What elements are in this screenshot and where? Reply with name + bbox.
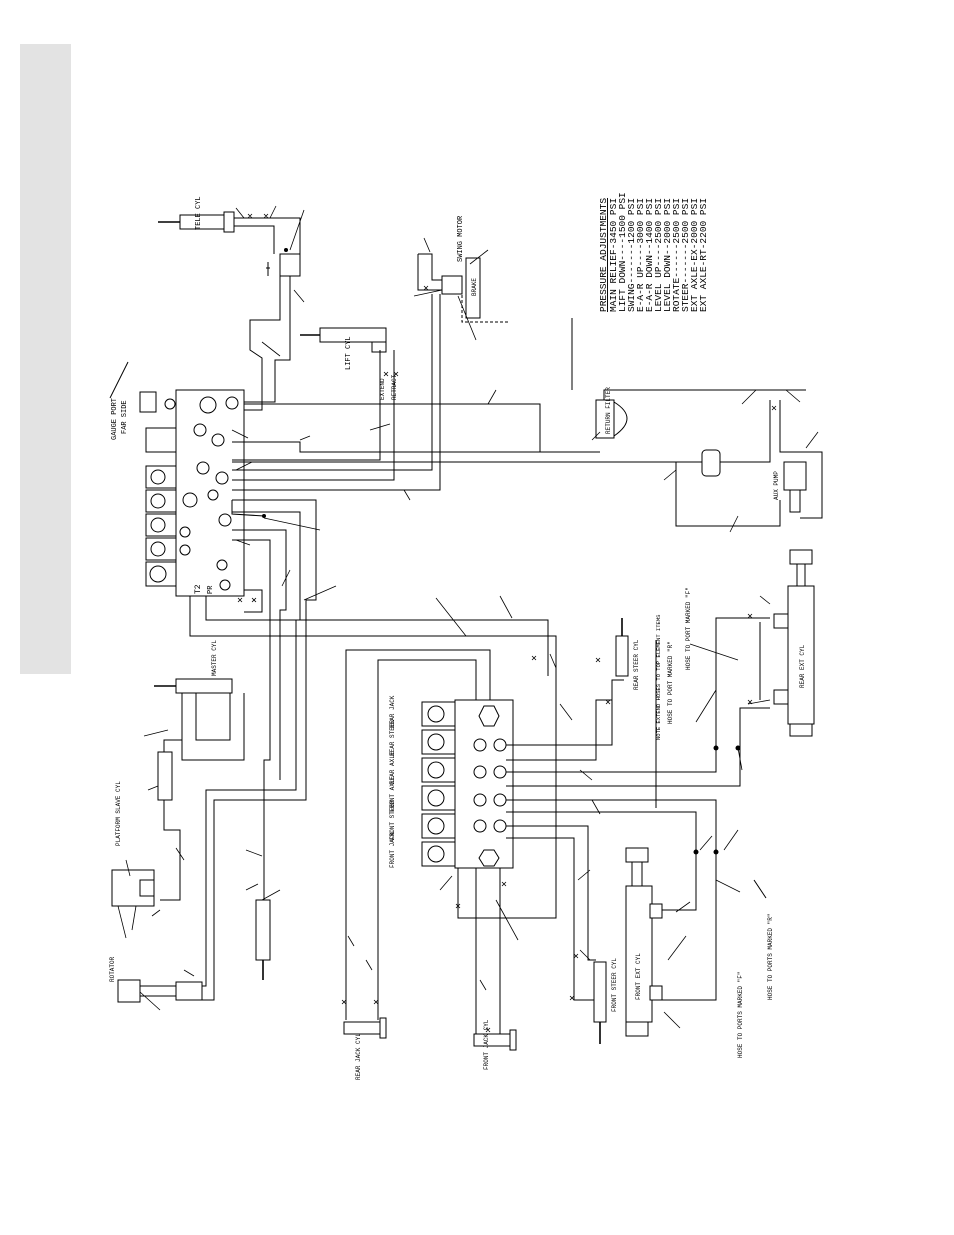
rear-steer-cylinder: REAR STEER CYL	[615, 618, 640, 690]
rotator-label: ROTATOR	[109, 956, 116, 982]
front-steer-cylinder: FRONT STEER CYL	[593, 958, 618, 1044]
swing-motor: BRAKE SWING MOTOR	[441, 215, 481, 319]
gauge-port-label-2: FAR SIDE	[121, 400, 129, 434]
hose-f-rear-label: HOSE TO PORT MARKED "F"	[685, 587, 692, 670]
tele-cyl-label: TELE CYL	[195, 196, 203, 230]
rear-jack-cylinder: REAR JACK CYL	[343, 1017, 387, 1080]
lift-cyl-label: LIFT CYL	[345, 336, 353, 370]
hose-r-front-label: HOSE TO PORTS MARKED "R"	[767, 914, 774, 1000]
valve-label: FRONT JACK	[389, 832, 396, 868]
valve-label: REAR JACK	[389, 695, 396, 728]
aux-pump-label: AUX PUMP	[773, 471, 780, 500]
lift-cylinder: LIFT CYL EXTEND RETRACT	[300, 327, 398, 400]
front-jack-label: FRONT JACK CYL	[483, 1019, 490, 1070]
pressure-title: PRESSURE ADJUSTMENTS	[598, 198, 609, 312]
front-jack-cylinder: FRONT JACK CYL	[473, 1019, 517, 1070]
in-line-filter	[701, 449, 721, 477]
main-spool-solenoids	[139, 391, 177, 587]
pressure-row: ROTATE------2500 PSI	[671, 198, 682, 312]
gauge-port-label: GAUGE PORT	[111, 398, 119, 440]
pressure-table: PRESSURE ADJUSTMENTS MAIN RELIEF-3450 PS…	[598, 192, 709, 312]
t2-label: T2	[194, 584, 203, 594]
rear-jack-label: REAR JACK CYL	[355, 1033, 362, 1080]
swing-motor-label: SWING MOTOR	[457, 215, 465, 262]
leader-lines	[117, 205, 819, 1029]
master-cyl-label: MASTER CYL	[211, 640, 218, 676]
note-extend-label: NOTE EXTEND HOSES TO TOP ELEMENT ITEMS	[655, 614, 662, 740]
tele-cylinder: TELE CYL	[158, 196, 235, 233]
pressure-row: LIFT DOWN----1500 PSI	[617, 192, 628, 312]
front-ext-label: FRONT EXT CYL	[635, 953, 642, 1000]
master-cylinder: MASTER CYL	[154, 640, 233, 694]
return-filter: RETURN FILTER	[595, 387, 628, 439]
pr-label: PR	[207, 585, 215, 594]
rotator: ROTATOR	[109, 956, 141, 1003]
pressure-row: LEVEL UP----2500 PSI	[653, 198, 664, 312]
platform-valve	[111, 869, 155, 907]
pressure-row: MAIN RELIEF-3450 PSI	[608, 198, 619, 312]
counterbalance-valve	[279, 253, 301, 277]
front-ext-cylinder: FRONT EXT CYL	[625, 847, 663, 1037]
aux-pump: AUX PUMP	[773, 461, 807, 513]
rear-ext-label: REAR EXT CYL	[799, 644, 806, 688]
valve-label: FRONT AXLE	[389, 776, 396, 812]
extend-label: EXTEND	[379, 378, 386, 400]
return-filter-label: RETURN FILTER	[605, 387, 612, 434]
side-band	[20, 44, 71, 674]
main-valve-block: T2 PR	[175, 389, 245, 597]
brake-label: BRAKE	[471, 278, 478, 296]
axle-spool-solenoids	[421, 701, 456, 867]
hose-f-front-label: HOSE TO PORTS MARKED "F"	[737, 972, 744, 1058]
hose-r-rear-label: HOSE TO PORT MARKED "R"	[667, 641, 674, 724]
pressure-row: LEVEL DOWN--2000 PSI	[662, 198, 673, 312]
platform-slave-cyl: PLATFORM SLAVE CYL	[115, 751, 173, 846]
platform-slave-label: PLATFORM SLAVE CYL	[115, 781, 122, 846]
pressure-row: SWING-------1200 PSI	[626, 198, 637, 312]
pressure-row: STEER-------2500 PSI	[680, 198, 691, 312]
hose-marks	[237, 213, 777, 1033]
axle-valve-block	[454, 699, 514, 869]
valve-label: REAR AXLE	[389, 751, 396, 784]
rear-ext-cylinder: REAR EXT CYL	[773, 549, 815, 737]
valve-label: REAR STEER	[389, 720, 396, 756]
small-cylinder-mid	[255, 899, 271, 980]
pressure-row: EXT AXLE-EX-2000 PSI	[689, 198, 700, 312]
junction-dots	[262, 248, 741, 855]
pressure-row: EXT AXLE-RT-2200 PSI	[698, 198, 709, 312]
rotator-counterbalance	[175, 981, 203, 1001]
pressure-row: E-A-R DOWN--1400 PSI	[644, 198, 655, 312]
front-steer-label: FRONT STEER CYL	[611, 958, 618, 1012]
valve-label: FRONT STEER	[389, 800, 396, 840]
pressure-row: E-A-R UP----3000 PSI	[635, 198, 646, 312]
rear-steer-label: REAR STEER CYL	[633, 639, 640, 690]
